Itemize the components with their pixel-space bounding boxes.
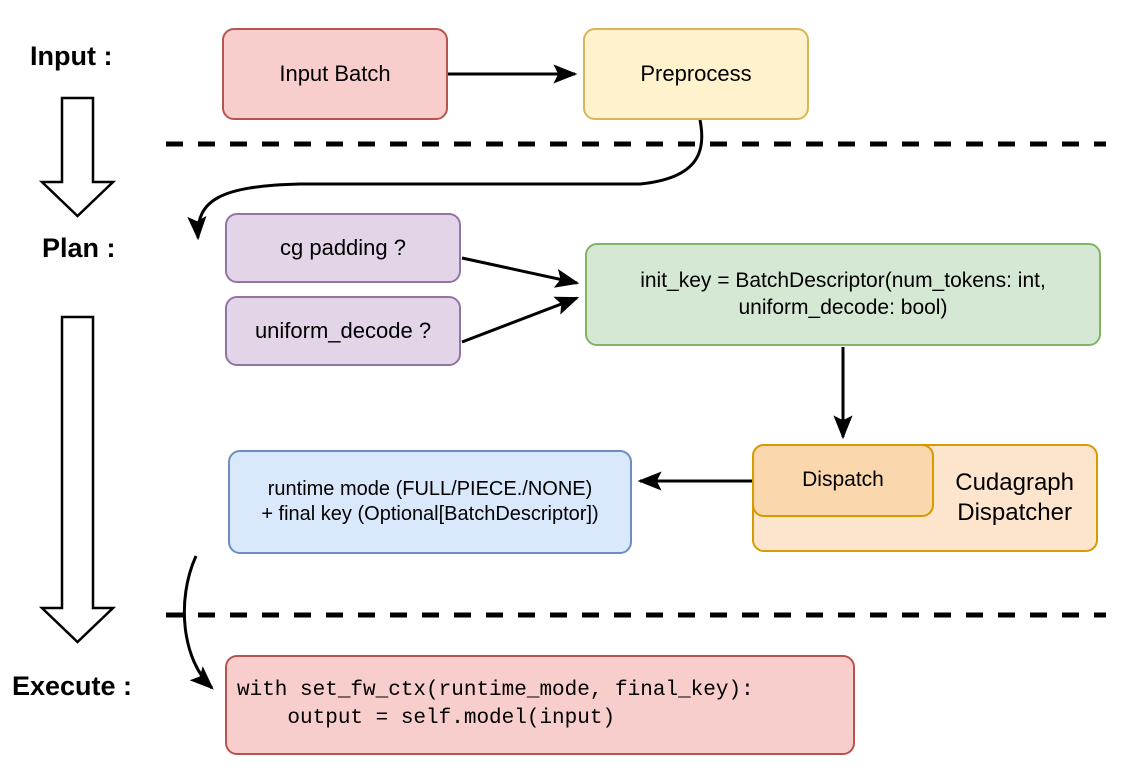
stage-label-plan: Plan : bbox=[42, 233, 116, 263]
node-cg-padding[interactable]: cg padding ? bbox=[225, 213, 461, 283]
stage-arrow-input-to-plan bbox=[38, 96, 117, 218]
edge-uniform-decode-to-init-key bbox=[461, 296, 580, 344]
stage-label-input: Input : bbox=[30, 41, 113, 71]
edge-cg-padding-to-init-key bbox=[461, 256, 580, 288]
node-dispatch[interactable]: Dispatch bbox=[752, 444, 934, 517]
node-code-snippet[interactable]: with set_fw_ctx(runtime_mode, final_key)… bbox=[225, 655, 855, 755]
node-runtime-mode[interactable]: runtime mode (FULL/PIECE./NONE) + final … bbox=[228, 450, 632, 554]
node-init-key[interactable]: init_key = BatchDescriptor(num_tokens: i… bbox=[585, 243, 1101, 346]
node-uniform-decode[interactable]: uniform_decode ? bbox=[225, 296, 461, 366]
node-preprocess[interactable]: Preprocess bbox=[583, 28, 809, 120]
stage-arrow-plan-to-execute bbox=[38, 315, 117, 644]
node-input-batch[interactable]: Input Batch bbox=[222, 28, 448, 120]
stage-label-execute: Execute : bbox=[12, 671, 133, 701]
edge-runtime-mode-to-code bbox=[182, 555, 214, 690]
